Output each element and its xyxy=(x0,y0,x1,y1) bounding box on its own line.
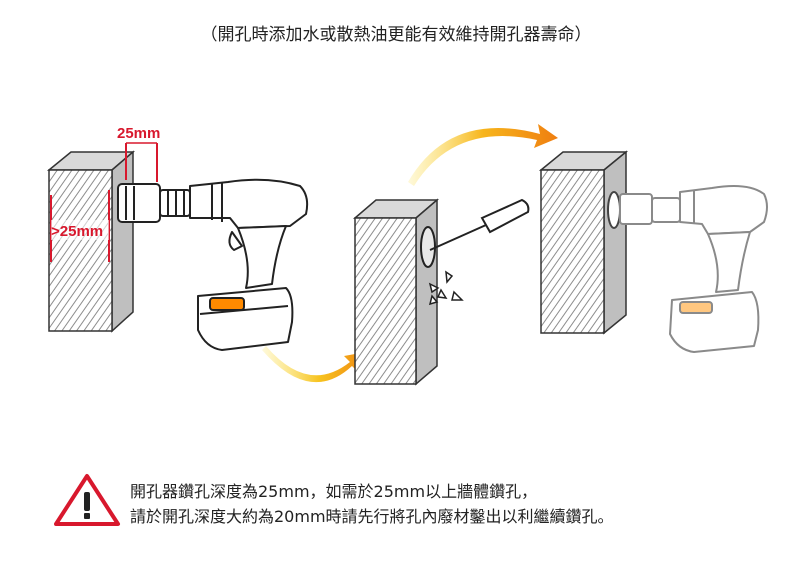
wall-thickness-label: >25mm xyxy=(51,223,103,240)
wall-block-3 xyxy=(538,150,629,335)
warning-triangle-icon xyxy=(54,474,120,526)
warning-line-1: 開孔器鑽孔深度為25mm，如需於25mm以上牆體鑽孔， xyxy=(130,482,538,501)
chisel-tool xyxy=(420,198,530,268)
wall-block-2 xyxy=(352,198,440,386)
power-drill-1 xyxy=(117,178,309,351)
cut-depth-label: 25mm xyxy=(117,125,160,142)
power-drill-2 xyxy=(607,185,768,353)
curved-arrow-top xyxy=(408,124,558,186)
debris-fragments xyxy=(428,270,464,306)
dimension-wall-thickness: >25mm xyxy=(50,190,110,262)
warning-line-2: 請於開孔深度大約為20mm時請先行將孔內廢材鑿出以利繼續鑽孔。 xyxy=(130,507,614,526)
curved-arrow-bottom xyxy=(262,346,366,383)
wall-block-1 xyxy=(46,150,136,333)
dimension-25mm: 25mm xyxy=(117,125,160,182)
caption-text: （開孔時添加水或散熱油更能有效維持開孔器壽命） xyxy=(200,25,592,45)
